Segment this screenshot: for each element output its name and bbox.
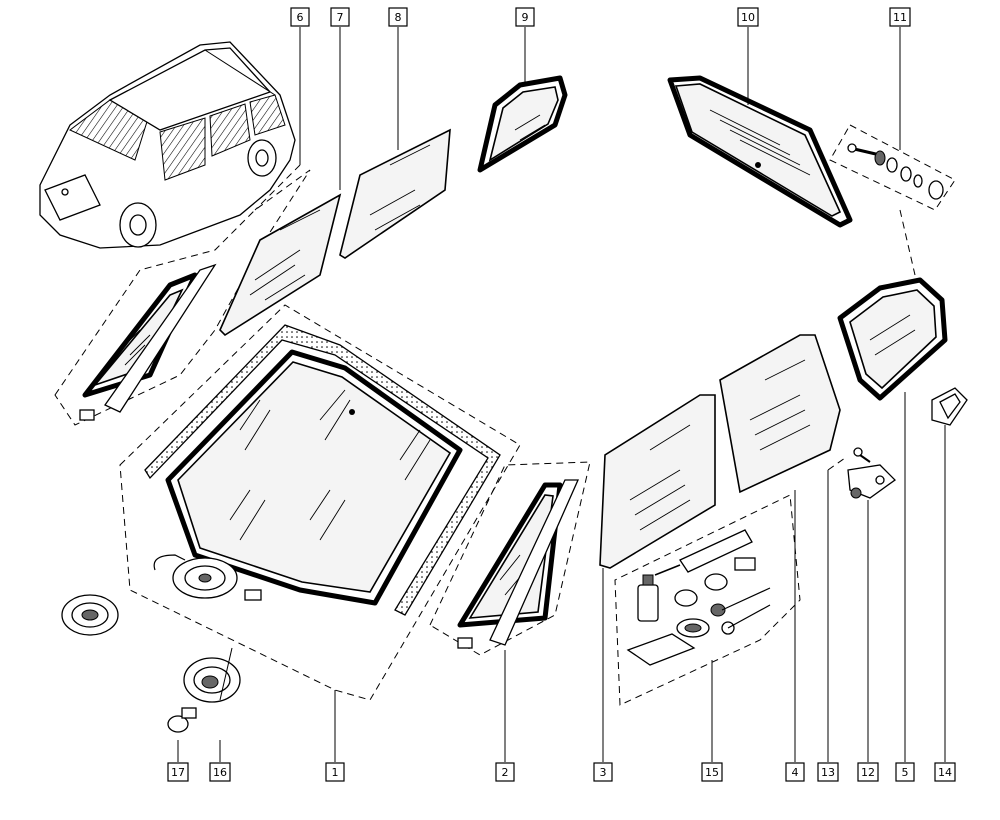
- callout-text: 13: [821, 766, 835, 779]
- callout-6: 6: [290, 7, 310, 27]
- part-6-quarter-glass: [54, 169, 311, 426]
- callout-text: 12: [861, 766, 875, 779]
- callout-14: 14: [934, 762, 956, 782]
- callout-8: 8: [388, 7, 408, 27]
- callout-text: 4: [792, 766, 799, 779]
- callout-16: 16: [209, 762, 231, 782]
- callout-11: 11: [889, 7, 911, 27]
- callout-text: 14: [938, 766, 952, 779]
- callout-text: 10: [741, 11, 755, 24]
- part-2-quarter-glass: [429, 461, 591, 656]
- callout-5: 5: [895, 762, 915, 782]
- callout-text: 16: [213, 766, 227, 779]
- part-16-17-mirror-mount: [61, 594, 241, 733]
- callout-1: 1: [325, 762, 345, 782]
- callout-text: 11: [893, 11, 907, 24]
- callout-text: 1: [332, 766, 339, 779]
- callout-13: 13: [817, 762, 839, 782]
- callout-text: 3: [600, 766, 607, 779]
- callout-15: 15: [701, 762, 723, 782]
- part-8-side-glass: [339, 128, 451, 259]
- callout-text: 6: [297, 11, 304, 24]
- callout-17: 17: [167, 762, 189, 782]
- callout-text: 5: [902, 766, 909, 779]
- part-4-side-glass: [719, 334, 841, 494]
- leader-lines: [177, 27, 946, 762]
- part-12-13-clip-and-screw: [827, 447, 897, 499]
- callout-12: 12: [857, 762, 879, 782]
- part-14-trim-cap: [931, 387, 968, 426]
- part-1-windscreen: [119, 304, 521, 701]
- callout-3: 3: [593, 762, 613, 782]
- callout-text: 17: [171, 766, 185, 779]
- callout-4: 4: [785, 762, 805, 782]
- part-11-fastener-kit: [829, 124, 956, 211]
- part-9-rear-quarter-glass: [477, 75, 568, 173]
- vehicle-illustration: [39, 41, 296, 249]
- part-3-sliding-glass: [599, 394, 716, 569]
- callout-2: 2: [495, 762, 515, 782]
- callout-7: 7: [330, 7, 350, 27]
- callout-9: 9: [515, 7, 535, 27]
- callout-text: 2: [502, 766, 509, 779]
- callout-text: 7: [337, 11, 344, 24]
- callout-10: 10: [737, 7, 759, 27]
- part-5-rear-quarter-glass: [837, 277, 948, 401]
- part-7-side-glass: [219, 193, 342, 337]
- callout-text: 8: [395, 11, 402, 24]
- callout-text: 15: [705, 766, 719, 779]
- part-10-rear-window: [667, 75, 853, 228]
- callout-text: 9: [522, 11, 529, 24]
